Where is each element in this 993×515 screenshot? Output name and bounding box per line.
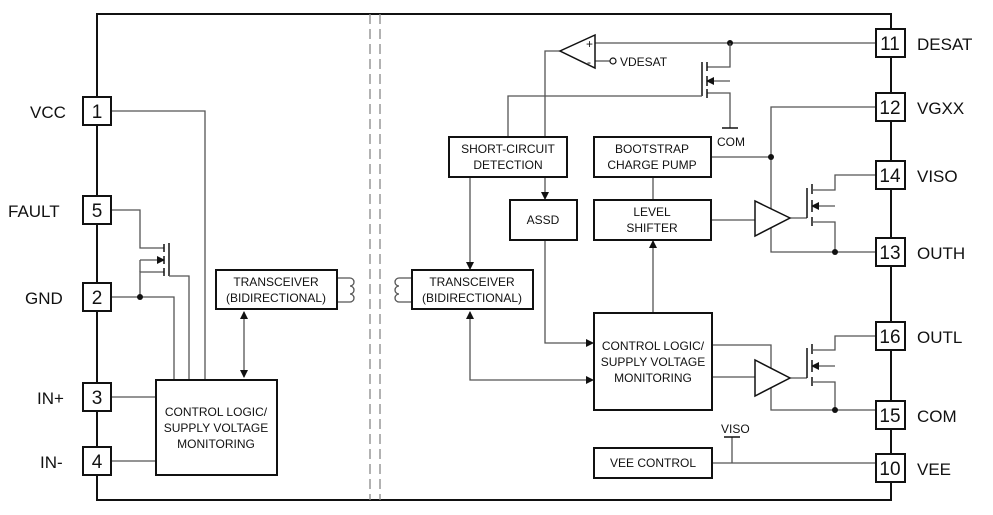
- svg-text:12: 12: [879, 98, 900, 119]
- control-logic-right-block: CONTROL LOGIC/ SUPPLY VOLTAGE MONITORING: [593, 312, 713, 411]
- svg-text:CONTROL LOGIC/: CONTROL LOGIC/: [602, 339, 705, 353]
- control-logic-left-block: CONTROL LOGIC/ SUPPLY VOLTAGE MONITORING: [155, 379, 278, 476]
- svg-text:ASSD: ASSD: [527, 213, 560, 227]
- viso-label: VISO: [721, 422, 750, 436]
- low-side-buffer: [754, 358, 792, 398]
- svg-text:VEE: VEE: [917, 460, 951, 479]
- pin-2: 2 GND: [25, 282, 112, 312]
- comparator-minus: -: [587, 55, 591, 69]
- transceiver-left-block: TRANSCEIVER (BIDIRECTIONAL): [215, 269, 338, 310]
- svg-text:1: 1: [92, 102, 103, 123]
- svg-text:SUPPLY VOLTAGE: SUPPLY VOLTAGE: [164, 421, 268, 435]
- svg-text:2: 2: [92, 288, 103, 309]
- svg-text:16: 16: [879, 327, 900, 348]
- com-ground-label: COM: [717, 135, 745, 149]
- svg-text:MONITORING: MONITORING: [614, 371, 692, 385]
- pin-12: 12 VGXX: [875, 92, 964, 122]
- svg-text:VEE CONTROL: VEE CONTROL: [610, 456, 696, 470]
- pin-15: 15 COM: [875, 400, 957, 430]
- svg-text:VGXX: VGXX: [917, 99, 964, 118]
- svg-text:15: 15: [879, 406, 900, 427]
- svg-text:OUTL: OUTL: [917, 328, 962, 347]
- left-wiring: [111, 110, 412, 462]
- pin-11: 11 DESAT: [875, 28, 972, 58]
- svg-text:MONITORING: MONITORING: [177, 437, 255, 451]
- svg-text:DETECTION: DETECTION: [473, 158, 542, 172]
- pin-1: 1 VCC: [30, 96, 112, 126]
- svg-text:DESAT: DESAT: [917, 35, 972, 54]
- svg-text:5: 5: [92, 201, 103, 222]
- svg-text:SUPPLY VOLTAGE: SUPPLY VOLTAGE: [601, 355, 705, 369]
- short-circuit-detection-block: SHORT-CIRCUIT DETECTION: [448, 136, 568, 178]
- pin-13: 13 OUTH: [875, 237, 965, 267]
- high-side-buffer: [754, 199, 792, 238]
- bootstrap-charge-pump-block: BOOTSTRAP CHARGE PUMP: [593, 136, 712, 178]
- svg-text:GND: GND: [25, 289, 63, 308]
- svg-text:FAULT: FAULT: [8, 202, 60, 221]
- svg-text:CONTROL LOGIC/: CONTROL LOGIC/: [165, 405, 268, 419]
- svg-text:14: 14: [879, 166, 901, 187]
- svg-text:IN-: IN-: [40, 453, 63, 472]
- svg-text:(BIDIRECTIONAL): (BIDIRECTIONAL): [226, 291, 326, 305]
- svg-text:CHARGE PUMP: CHARGE PUMP: [607, 158, 696, 172]
- pin-16: 16 OUTL: [875, 321, 962, 351]
- desat-comparator: [558, 33, 596, 70]
- svg-text:11: 11: [880, 34, 900, 55]
- isolation-barrier: [369, 14, 381, 500]
- transceiver-right-block: TRANSCEIVER (BIDIRECTIONAL): [411, 269, 534, 310]
- pin-5: 5 FAULT: [8, 195, 112, 225]
- svg-text:SHORT-CIRCUIT: SHORT-CIRCUIT: [461, 142, 555, 156]
- svg-text:BOOTSTRAP: BOOTSTRAP: [615, 142, 689, 156]
- svg-text:VCC: VCC: [30, 103, 66, 122]
- svg-text:IN+: IN+: [37, 389, 64, 408]
- pin-14: 14 VISO: [875, 160, 958, 190]
- svg-text:SHIFTER: SHIFTER: [626, 221, 678, 235]
- svg-text:3: 3: [92, 388, 103, 409]
- svg-text:COM: COM: [917, 407, 957, 426]
- svg-text:TRANSCEIVER: TRANSCEIVER: [429, 275, 515, 289]
- svg-text:10: 10: [879, 459, 900, 480]
- svg-text:VISO: VISO: [917, 167, 958, 186]
- svg-text:OUTH: OUTH: [917, 244, 965, 263]
- svg-text:TRANSCEIVER: TRANSCEIVER: [233, 275, 319, 289]
- svg-text:LEVEL: LEVEL: [633, 205, 671, 219]
- vdesat-label: VDESAT: [620, 55, 668, 69]
- level-shifter-block: LEVEL SHIFTER: [593, 199, 712, 241]
- pin-4: 4 IN-: [40, 446, 112, 476]
- assd-block: ASSD: [509, 199, 578, 241]
- vee-control-block: VEE CONTROL: [593, 447, 713, 479]
- pin-3: 3 IN+: [37, 382, 112, 412]
- svg-text:4: 4: [92, 452, 103, 473]
- pin-10: 10 VEE: [875, 453, 951, 483]
- svg-text:(BIDIRECTIONAL): (BIDIRECTIONAL): [422, 291, 522, 305]
- svg-text:13: 13: [879, 243, 900, 264]
- comparator-plus: +: [586, 37, 593, 51]
